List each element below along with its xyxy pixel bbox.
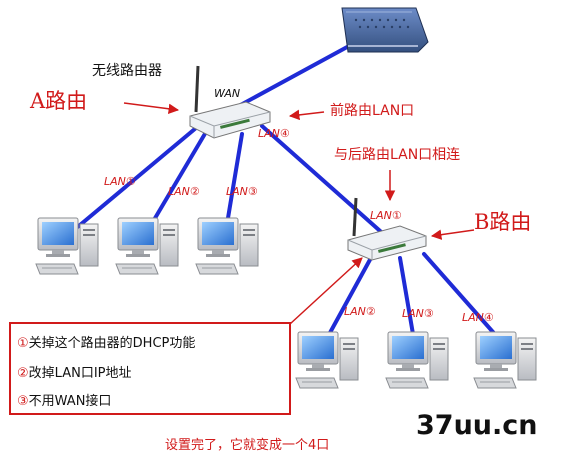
arrow-router-b [430, 229, 475, 240]
cable-modem-router-a [222, 38, 362, 116]
cable-b-pc1 [324, 254, 374, 342]
wireless-router-label: 无线路由器 [92, 63, 162, 79]
router-a-label: A路由 [30, 89, 88, 113]
wan-label: WAN [214, 87, 241, 100]
note-1-text: 关掉这个路由器的DHCP功能 [28, 336, 196, 351]
pc-a3 [195, 217, 259, 275]
router-a-device [189, 65, 271, 139]
router-a-lan3-label: LAN③ [226, 185, 258, 198]
router-a-lan4-label: LAN④ [258, 127, 290, 140]
router-b-lan1-label: LAN① [370, 209, 402, 222]
router-a-lan2-label: LAN② [168, 185, 200, 198]
cable-a-router-b [260, 124, 390, 240]
front-lan-label: 前路由LAN口 [330, 103, 415, 119]
note-3-number: ③ [17, 394, 29, 409]
pc-a2 [115, 217, 179, 275]
router-b-lan4-label: LAN④ [462, 311, 494, 324]
note-1-number: ① [17, 336, 29, 351]
footer-caption: 设置完了，它就变成一个4口 [165, 438, 330, 453]
arrow-front-lan [288, 109, 325, 121]
note-3-text: 不用WAN接口 [28, 394, 112, 409]
note-2-number: ② [17, 366, 29, 381]
router-b-lan2-label: LAN② [344, 305, 376, 318]
modem [341, 7, 429, 53]
watermark: 37uu.cn [416, 410, 538, 441]
cable-b-pc2 [398, 256, 416, 342]
note-3: ③不用WAN接口 [17, 390, 111, 409]
note-2-text: 改掉LAN口IP地址 [28, 366, 132, 381]
pc-a1 [35, 217, 99, 275]
router-b-device [347, 197, 427, 261]
cable-a-pc1 [72, 126, 198, 232]
notes-box: ①关掉这个路由器的DHCP功能 ②改掉LAN口IP地址 ③不用WAN接口 [9, 322, 291, 415]
pc-b3 [473, 331, 537, 389]
note-2: ②改掉LAN口IP地址 [17, 362, 132, 381]
arrow-router-a [123, 102, 180, 114]
router-b-label: B路由 [474, 210, 532, 234]
note-1: ①关掉这个路由器的DHCP功能 [17, 332, 195, 351]
router-b-lan3-label: LAN③ [402, 307, 434, 320]
connect-lan-label: 与后路由LAN口相连 [334, 147, 461, 163]
pc-b2 [385, 331, 449, 389]
cables [72, 38, 502, 342]
arrow-notes-to-router-b [289, 257, 363, 325]
cable-a-pc3 [224, 132, 244, 232]
router-a-lan1-label: LAN① [104, 175, 136, 188]
cable-a-pc2 [146, 130, 208, 232]
pc-b1 [295, 331, 359, 389]
cable-b-pc3 [422, 252, 502, 342]
